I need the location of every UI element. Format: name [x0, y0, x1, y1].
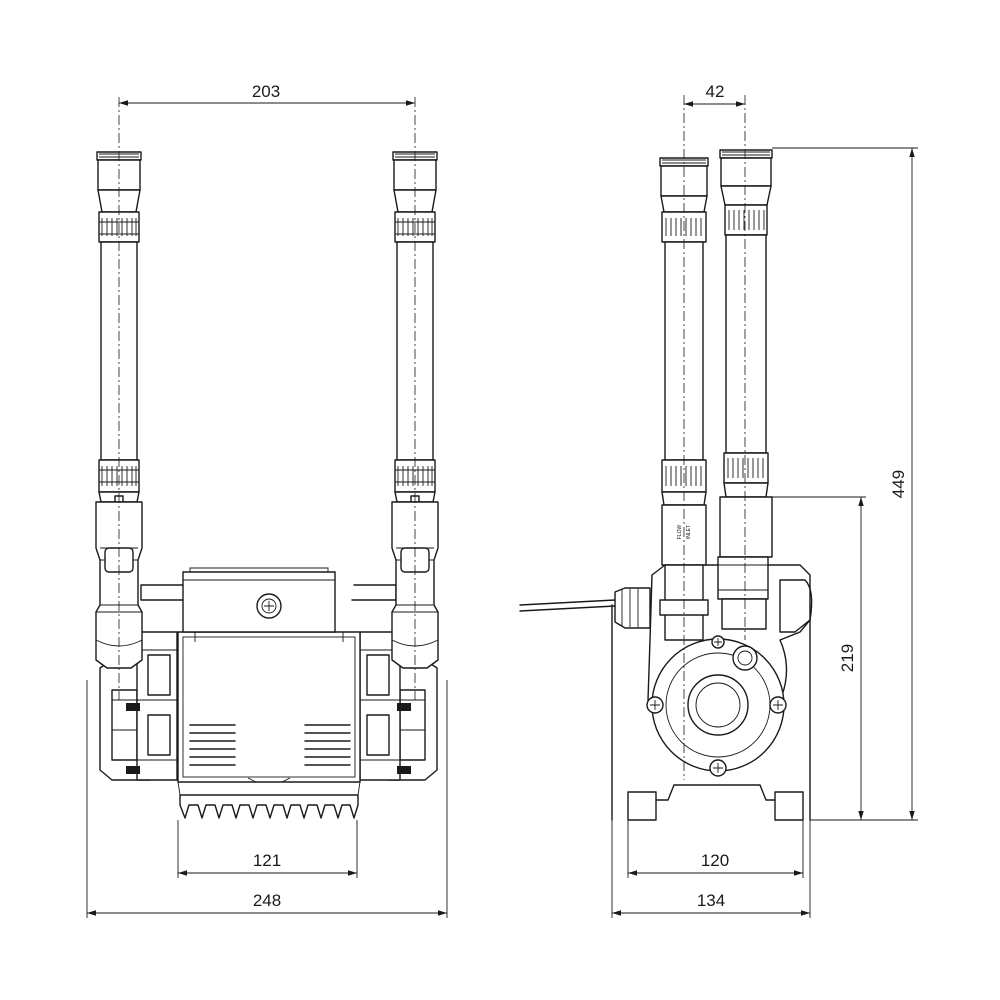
dim-overall-height-label: 449 — [889, 470, 908, 498]
front-cross-pipe-right — [351, 584, 397, 601]
side-left-foot — [627, 791, 657, 821]
side-view: FLOW INLET 42 — [519, 82, 918, 918]
dim-pipe-spacing-label: 203 — [252, 82, 280, 101]
front-motor-body — [177, 631, 361, 783]
dim-overall-width-label: 248 — [253, 891, 281, 910]
side-base-frame — [611, 604, 811, 821]
dim-overall-height: 449 — [772, 147, 918, 821]
side-right-foot — [774, 791, 804, 821]
impeller-eye — [687, 674, 749, 736]
dim-outlet-height: 219 — [772, 496, 866, 820]
power-cable — [519, 599, 616, 612]
dim-pipe-offset: 42 — [684, 82, 745, 107]
side-front-pipe — [717, 149, 773, 630]
side-pump-casing — [646, 564, 813, 777]
dim-overall-width: 248 — [86, 680, 448, 918]
dim-front-base-width-label: 121 — [253, 851, 281, 870]
dim-overall-depth-label: 134 — [697, 891, 725, 910]
dim-outlet-height-label: 219 — [838, 644, 857, 672]
front-cross-pipe-left — [140, 584, 186, 601]
cable-gland — [614, 587, 651, 629]
dim-side-base-width: 120 — [627, 820, 804, 878]
dim-pipe-spacing: 203 — [119, 82, 415, 106]
front-view: 203 121 248 — [86, 82, 448, 918]
flow-label: FLOW — [677, 525, 683, 540]
front-motor-vents-right — [304, 724, 351, 766]
dim-side-base-width-label: 120 — [701, 851, 729, 870]
dim-overall-depth: 134 — [611, 820, 811, 918]
dim-front-base-width: 121 — [177, 820, 358, 878]
dim-pipe-offset-label: 42 — [706, 82, 725, 101]
front-terminal-box — [182, 567, 344, 642]
casing-bolts — [646, 635, 787, 777]
front-motor-vents-left — [189, 724, 236, 766]
front-base-teeth — [177, 781, 361, 819]
left-side-bracket — [111, 631, 178, 781]
inlet-label: INLET — [686, 525, 692, 539]
